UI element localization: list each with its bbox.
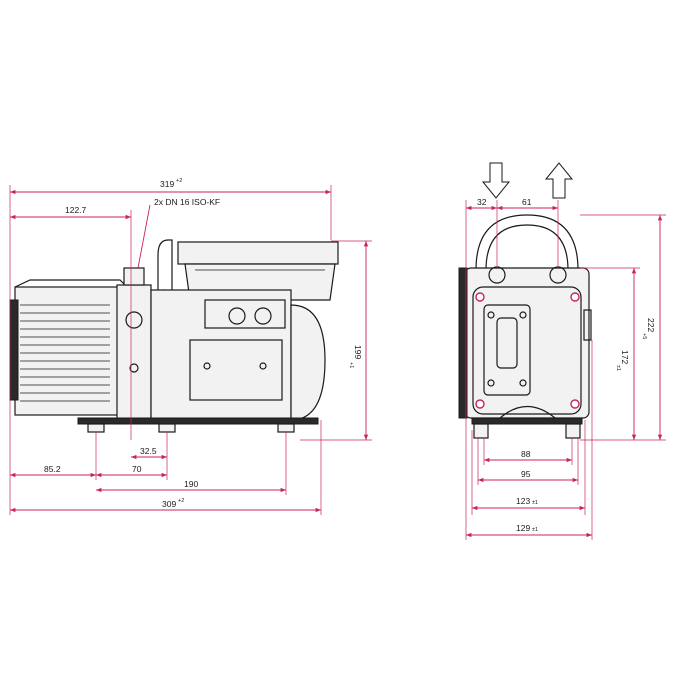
foot (277, 423, 295, 433)
sight-glass (496, 317, 518, 369)
foot (158, 423, 176, 433)
label-foot-left: 85.2 (44, 464, 61, 474)
tol-width-123: ±1 (532, 500, 538, 506)
label-height-total: 222 (646, 318, 656, 332)
terminal-gland-1 (228, 307, 246, 325)
flange-port (125, 311, 143, 329)
tol-base-length: +2 (178, 498, 184, 504)
front-base (471, 417, 583, 425)
label-foot-95: 95 (521, 469, 531, 479)
sight-window (483, 304, 531, 396)
inlet-arrow-down-icon (481, 162, 511, 199)
flange-pipe (157, 239, 173, 290)
side-view: 319 +2 122.7 2x DN 16 ISO-KF 199 +1 32.5… (9, 178, 372, 515)
label-height: 199 (353, 345, 363, 359)
motor-endcap (290, 304, 326, 421)
bolt (570, 292, 580, 302)
label-foot-span: 190 (184, 479, 198, 489)
label-flange-offset: 122.7 (65, 205, 87, 215)
label-base-length: 309 (162, 499, 176, 509)
front-dimensions (465, 200, 666, 540)
label-inlet-offset: 32 (477, 197, 487, 207)
side-dimensions (9, 185, 372, 515)
plate-screw (259, 362, 267, 370)
label-overall-length: 319 (160, 179, 174, 189)
fan-housing-top (14, 279, 128, 288)
terminal-gland-2 (254, 307, 272, 325)
flange-stub (123, 267, 145, 286)
tol-width-129: ±1 (532, 527, 538, 533)
window-screw (487, 379, 495, 387)
bolt (475, 399, 485, 409)
lower-arc (499, 406, 556, 419)
label-foot-spacing: 70 (132, 464, 142, 474)
fan-cover-edge (9, 299, 19, 401)
cooling-fins (20, 304, 110, 402)
label-outlet-offset: 61 (522, 197, 532, 207)
label-foot-88: 88 (521, 449, 531, 459)
label-flange: 2x DN 16 ISO-KF (154, 197, 220, 207)
tol-overall-length: +2 (176, 178, 182, 184)
drain-plug (129, 363, 139, 373)
side-plate (189, 339, 283, 401)
window-screw (519, 379, 527, 387)
label-width-123: 123 (516, 496, 530, 506)
tol-height: +1 (348, 362, 354, 368)
base-plate (77, 417, 319, 425)
bolt (475, 292, 485, 302)
window-screw (519, 311, 527, 319)
front-foot (473, 423, 489, 439)
leader-flange (137, 204, 151, 269)
tol-height-body: ±1 (615, 365, 621, 371)
window-screw (487, 311, 495, 319)
tol-height-total: +5 (641, 333, 647, 339)
side-fitting (583, 309, 592, 341)
bolt (570, 399, 580, 409)
label-height-body: 172 (620, 350, 630, 364)
handle-arch-inner (485, 224, 569, 271)
front-foot (565, 423, 581, 439)
fan-housing (14, 286, 128, 416)
handle-top (177, 241, 339, 265)
label-flange-to-foot: 32.5 (140, 446, 157, 456)
front-view: 32 61 222 +5 172 ±1 88 95 123 ±1 129 ±1 (458, 162, 666, 540)
label-width-129: 129 (516, 523, 530, 533)
outlet-arrow-up-icon (544, 162, 574, 199)
front-left-edge (458, 267, 468, 419)
pump-block (116, 284, 152, 421)
handle-arch (475, 214, 579, 271)
plate-screw (203, 362, 211, 370)
foot (87, 423, 105, 433)
